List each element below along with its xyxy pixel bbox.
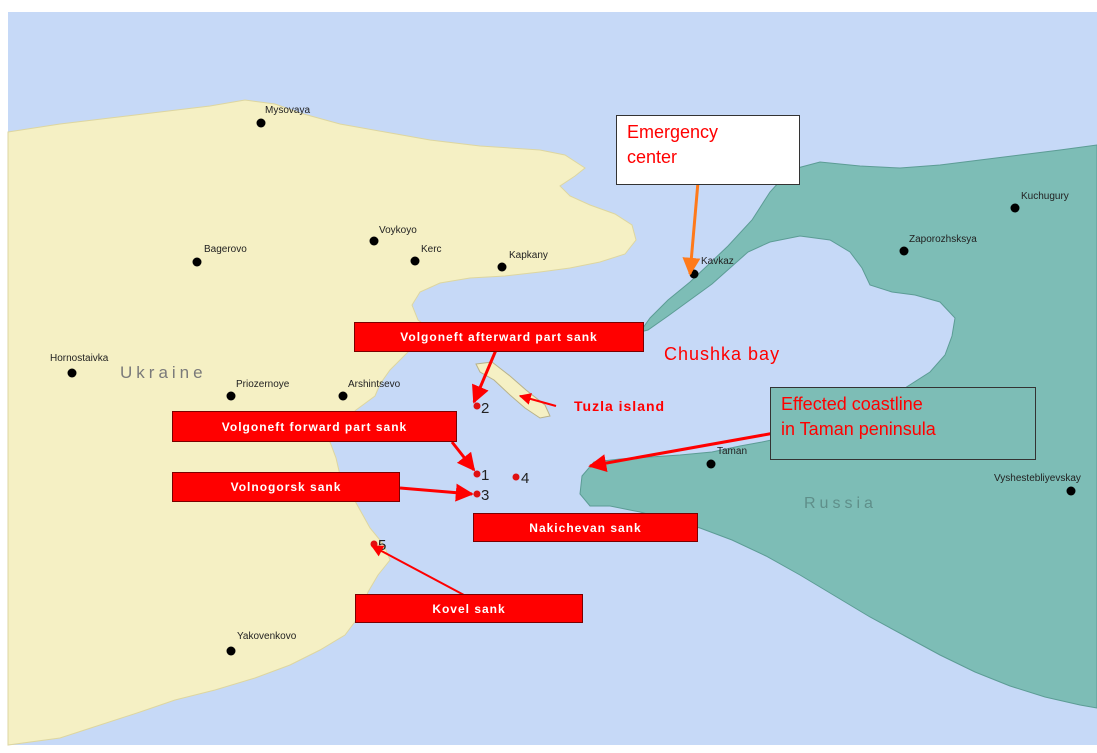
city-marker-kerc [410,256,420,266]
volgoneft-afterward-label: Volgoneft afterward part sank [354,322,644,352]
city-marker-taman [706,459,716,469]
tuzla-island-label: Tuzla island [574,398,666,414]
chushka-bay-label: Chushka bay [664,344,781,364]
country-label-russia: Russia [804,495,877,512]
city-label-priozernoye: Priozernoye [236,379,290,390]
volgoneft-forward-label: Volgoneft forward part sank [172,411,457,442]
ship-number-2: 2 [481,400,489,417]
arrow-kovel [370,545,465,596]
city-label-voykovo: Voykoyo [379,225,417,236]
city-label-vyshestebliyevskay: Vyshestebliyevskay [994,473,1081,484]
city-label-hornostaivka: Hornostaivka [50,353,109,364]
city-label-arshintsevo: Arshintsevo [348,379,401,390]
kovel-label: Kovel sank [355,594,583,623]
city-marker-zaporozhsksya [899,246,909,256]
city-marker-arshintsevo [338,391,348,401]
arrow-emergency-center [682,181,701,276]
emergency-center-line1: Emergency [627,122,719,142]
ship-marker-2 [473,402,481,410]
city-label-kapkany: Kapkany [509,250,548,261]
city-marker-priozernoye [226,391,236,401]
city-label-yakovenkovo: Yakovenkovo [237,631,297,642]
arrow-volgoneft-after [472,349,498,404]
city-marker-hornostaivka [67,368,77,378]
country-label-ukraine: Ukraine [120,363,207,382]
arrow-volgoneft-forward [450,441,476,472]
affected-coastline-callout: Effected coastline in Taman peninsula [770,387,1036,460]
arrow-coastline [588,430,781,473]
ship-number-1: 1 [481,467,489,484]
ship-number-3: 3 [481,487,489,504]
city-marker-bagerovo [192,257,202,267]
city-label-kerc: Kerc [421,244,442,255]
nakichevan-label: Nakichevan sank [473,513,698,542]
arrow-volnogorsk [399,483,474,502]
arrow-tuzla-island [518,393,557,407]
city-marker-kuchugury [1010,203,1020,213]
affected-coastline-line2: in Taman peninsula [781,419,936,439]
volnogorsk-label: Volnogorsk sank [172,472,400,502]
city-label-taman: Taman [717,446,747,457]
affected-coastline-line1: Effected coastline [781,394,923,414]
city-label-zaporozhsksya: Zaporozhsksya [909,234,977,245]
city-label-bagerovo: Bagerovo [204,244,247,255]
city-marker-voykovo [369,236,379,246]
city-label-kuchugury: Kuchugury [1021,191,1069,202]
emergency-center-callout: Emergency center [616,115,800,185]
ship-marker-1 [473,470,481,478]
ship-number-4: 4 [521,470,529,487]
city-marker-vyshestebliyevskay [1066,486,1076,496]
emergency-center-line2: center [627,147,678,167]
city-marker-kapkany [497,262,507,272]
city-label-mysovaya: Mysovaya [265,105,310,116]
city-marker-mysovaya [256,118,266,128]
ship-marker-4 [512,473,520,481]
city-marker-yakovenkovo [226,646,236,656]
ship-marker-3 [473,490,481,498]
city-label-kavkaz: Kavkaz [701,256,734,267]
